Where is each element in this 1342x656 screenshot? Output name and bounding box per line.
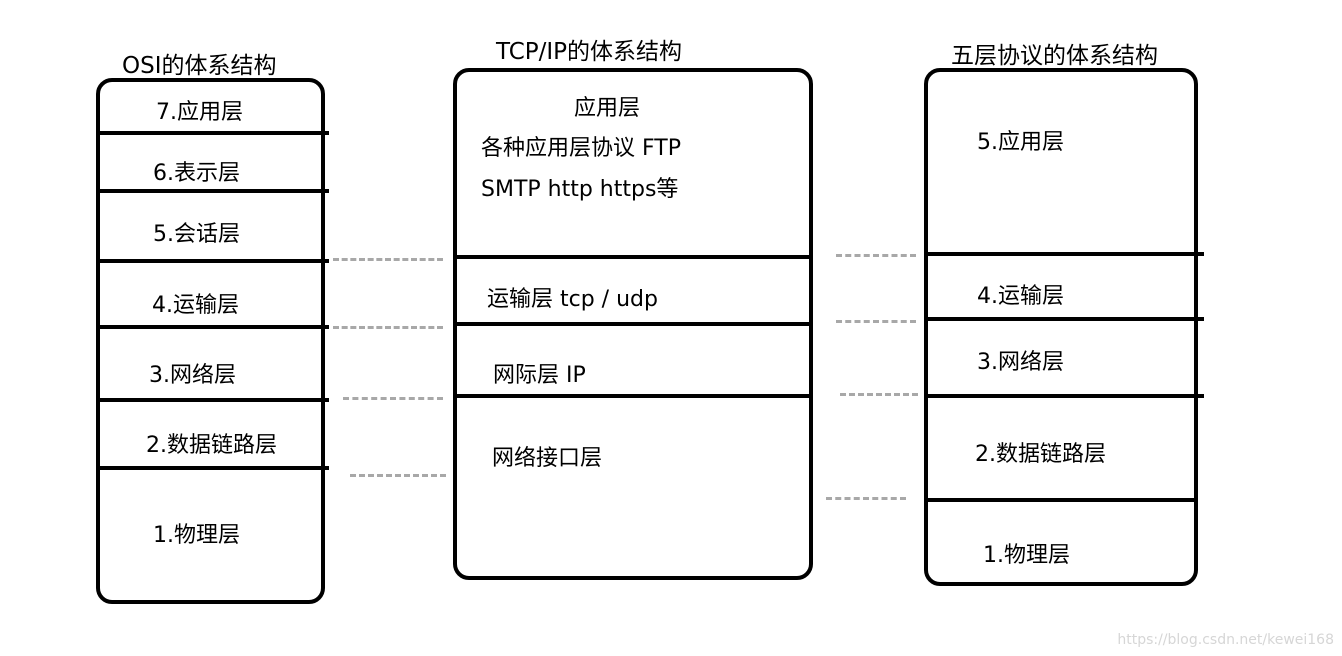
osi-divider bbox=[96, 189, 329, 193]
osi-layer-transport: 4.运输层 bbox=[152, 293, 239, 318]
watermark-text: https://blog.csdn.net/kewei168 bbox=[1117, 632, 1334, 648]
tcpip-transport: 运输层 tcp / udp bbox=[487, 287, 658, 312]
tcpip-application-protocols-2: SMTP http https等 bbox=[481, 177, 679, 202]
connector-osi-tcpip bbox=[333, 326, 443, 329]
osi-layer-application: 7.应用层 bbox=[156, 100, 243, 125]
osi-divider bbox=[96, 131, 329, 135]
five-layer-divider bbox=[924, 317, 1204, 321]
osi-layer-network: 3.网络层 bbox=[149, 363, 236, 388]
five-layer-transport: 4.运输层 bbox=[977, 284, 1064, 309]
tcpip-application-title: 应用层 bbox=[574, 96, 641, 121]
five-layer-physical: 1.物理层 bbox=[983, 543, 1070, 568]
osi-divider bbox=[96, 325, 329, 329]
tcpip-divider bbox=[453, 255, 813, 259]
five-layer-application: 5.应用层 bbox=[977, 130, 1064, 155]
osi-divider bbox=[96, 259, 329, 263]
connector-osi-tcpip bbox=[333, 258, 443, 261]
connector-tcpip-five bbox=[840, 393, 918, 396]
connector-tcpip-five bbox=[836, 320, 916, 323]
connector-tcpip-five bbox=[826, 497, 906, 500]
osi-layer-datalink: 2.数据链路层 bbox=[146, 433, 277, 458]
osi-layer-session: 5.会话层 bbox=[153, 222, 240, 247]
osi-divider bbox=[96, 466, 329, 470]
connector-tcpip-five bbox=[836, 254, 916, 257]
tcpip-network-interface: 网络接口层 bbox=[492, 446, 603, 471]
osi-layer-presentation: 6.表示层 bbox=[153, 161, 240, 186]
five-layer-divider bbox=[924, 394, 1204, 398]
five-layer-network: 3.网络层 bbox=[977, 350, 1064, 375]
five-layer-datalink: 2.数据链路层 bbox=[975, 442, 1106, 467]
osi-layer-physical: 1.物理层 bbox=[153, 523, 240, 548]
five-layer-divider bbox=[924, 252, 1204, 256]
five-layer-title: 五层协议的体系结构 bbox=[951, 43, 1158, 69]
osi-stack bbox=[96, 78, 325, 604]
tcpip-application-protocols: 各种应用层协议 FTP bbox=[481, 136, 681, 161]
tcpip-internet: 网际层 IP bbox=[493, 363, 586, 388]
tcpip-title: TCP/IP的体系结构 bbox=[496, 39, 683, 65]
five-layer-divider bbox=[924, 498, 1198, 502]
connector-osi-tcpip bbox=[343, 397, 443, 400]
osi-title: OSI的体系结构 bbox=[122, 53, 277, 79]
connector-osi-tcpip bbox=[350, 474, 446, 477]
tcpip-divider bbox=[453, 322, 813, 326]
tcpip-divider bbox=[453, 394, 813, 398]
osi-divider bbox=[96, 398, 329, 402]
